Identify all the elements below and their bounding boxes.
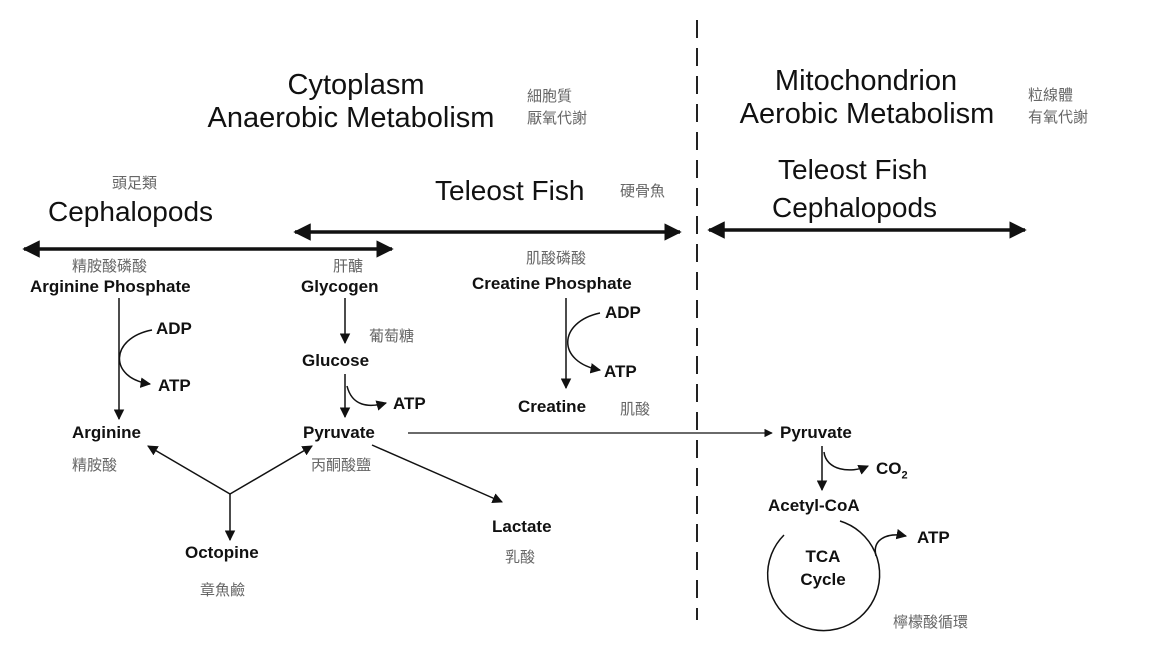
anaerobic-zh: 厭氧代謝 — [527, 109, 588, 127]
mitochondrion-title: Mitochondrion — [774, 65, 958, 97]
adp-atp-curve-3 — [567, 312, 602, 374]
mito-teleost-label: Teleost Fish — [778, 154, 928, 185]
cytoplasm-zh: 細胞質 — [527, 87, 573, 105]
teleost-zh: 硬骨魚 — [620, 182, 666, 200]
atp-label-4: ATP — [917, 528, 950, 547]
creatine-zh: 肌酸 — [620, 400, 651, 418]
arginine-phosphate-zh: 精胺酸磷酸 — [72, 257, 148, 275]
octopine-zh: 章魚鹼 — [200, 581, 246, 599]
glucose-atp-curve — [346, 385, 388, 411]
lactate-zh: 乳酸 — [505, 548, 536, 566]
teleost-label: Teleost Fish — [435, 175, 585, 206]
tca-label-line2: Cycle — [800, 570, 846, 589]
acetyl-coa-label: Acetyl-CoA — [768, 496, 860, 515]
arginine-zh: 精胺酸 — [72, 456, 118, 474]
adp-label-1: ADP — [156, 319, 192, 338]
mito-cephalopods-label: Cephalopods — [772, 192, 938, 223]
pyruvate-zh: 丙酮酸鹽 — [311, 456, 372, 474]
atp-label-1: ATP — [158, 376, 191, 395]
tca-zh: 檸檬酸循環 — [893, 613, 969, 631]
glucose-label: Glucose — [302, 351, 370, 370]
adp-label-3: ADP — [605, 303, 641, 322]
creatine-phosphate-label: Creatine Phosphate — [472, 274, 632, 293]
aerobic-title: Aerobic Metabolism — [739, 98, 995, 130]
arginine-phosphate-label: Arginine Phosphate — [30, 277, 191, 296]
mito-pyruvate-label: Pyruvate — [780, 423, 852, 442]
co2-release-curve — [823, 451, 869, 475]
tca-label-line1: TCA — [805, 547, 841, 566]
tca-atp-curve — [874, 529, 908, 557]
cephalopods-zh: 頭足類 — [112, 174, 158, 192]
glucose-zh: 葡萄糖 — [369, 327, 415, 345]
creatine-label: Creatine — [518, 397, 587, 416]
atp-label-3: ATP — [604, 362, 637, 381]
mitochondrion-zh: 粒線體 — [1028, 86, 1074, 104]
tca-cycle-circle — [766, 520, 881, 632]
pyruvate-to-lactate-arrow — [371, 444, 503, 504]
pyruvate-label: Pyruvate — [303, 423, 375, 442]
octopine-branch-to-arginine — [147, 445, 231, 495]
octopine-label: Octopine — [185, 543, 259, 562]
aerobic-zh: 有氧代謝 — [1028, 108, 1089, 126]
creatine-phosphate-zh: 肌酸磷酸 — [526, 249, 587, 267]
octopine-branch-to-pyruvate — [229, 445, 313, 495]
atp-label-2: ATP — [393, 394, 426, 413]
co2-label: CO2 — [876, 459, 908, 482]
glycogen-zh: 肝醣 — [333, 257, 364, 275]
arginine-label: Arginine — [72, 423, 141, 442]
adp-atp-curve-1 — [118, 329, 153, 388]
cephalopods-label: Cephalopods — [48, 196, 214, 227]
lactate-label: Lactate — [492, 517, 552, 536]
cytoplasm-title: Cytoplasm — [287, 69, 425, 101]
anaerobic-title: Anaerobic Metabolism — [207, 102, 495, 134]
glycogen-label: Glycogen — [301, 277, 379, 296]
